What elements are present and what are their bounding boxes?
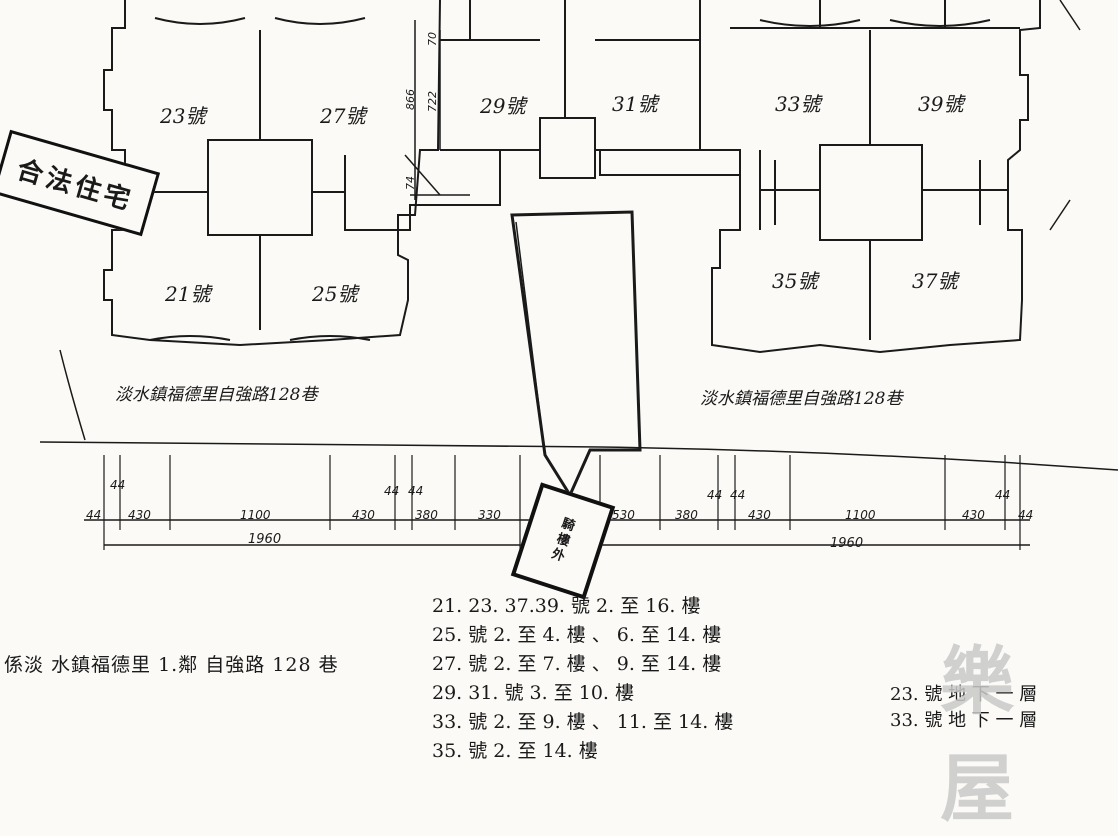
dim-44-tick-7: 44 [1018,508,1034,522]
dim-330: 330 [478,508,501,522]
dim-380-a: 380 [415,508,438,522]
dim-530: 530 [612,508,635,522]
unit-label-25: 25號 [312,282,358,306]
floor-note-5: 33. 號 2. 至 9. 樓 、 11. 至 14. 樓 [432,711,734,733]
unit-label-35: 35號 [772,269,818,293]
floor-note-4: 29. 31. 號 3. 至 10. 樓 [432,682,635,704]
dim-430-b: 430 [352,508,375,522]
vertical-dim-722: 722 [426,91,439,112]
left-core [207,139,313,236]
address-text: 係淡 水鎮福德里 1.鄰 自強路 128 巷 [4,654,339,676]
arcade-outline [510,210,642,499]
floor-note-6: 35. 號 2. 至 14. 樓 [432,740,598,762]
dim-430-c: 430 [748,508,771,522]
vertical-dim-70: 70 [426,32,439,46]
dim-430-a: 430 [128,508,151,522]
unit-label-21: 21號 [165,282,211,306]
dim-44-tick-4: 44 [707,488,723,502]
right-core [819,144,923,241]
dim-44-a: 44 [86,508,102,522]
dim-44-tick-6: 44 [995,488,1011,502]
floor-note-1: 21. 23. 37.39. 號 2. 至 16. 樓 [432,595,701,617]
watermark-logo: 樂屋 [940,639,1014,832]
dim-1100-b: 1100 [845,508,876,522]
dim-44-tick-5: 44 [730,488,746,502]
dim-1100-a: 1100 [240,508,271,522]
floor-note-2: 25. 號 2. 至 4. 樓 、 6. 至 14. 樓 [432,624,722,646]
dim-44-tick-1: 44 [110,478,126,492]
unit-label-27: 27號 [320,104,366,128]
floor-plan-drawing [39,0,1118,550]
road-label-right: 淡水鎮福德里自強路128巷 [700,389,903,409]
unit-label-39: 39號 [918,92,964,116]
basement-notes: 23. 號 地 下 一 層 33. 號 地 下 一 層 [890,682,1037,734]
dim-430-d: 430 [962,508,985,522]
basement-note-2: 33. 號 地 下 一 層 [890,710,1038,731]
dim-380-b: 380 [675,508,698,522]
floor-note-3: 27. 號 2. 至 7. 樓 、 9. 至 14. 樓 [432,653,722,675]
left-building-outline [103,0,441,347]
unit-label-29: 29號 [480,94,526,118]
dim-44-tick-2: 44 [384,484,400,498]
stamp-mid-line-3: 外 [549,546,567,565]
unit-label-37: 37號 [912,269,958,293]
unit-label-31: 31號 [612,92,658,116]
basement-note-1: 23. 號 地 下 一 層 [890,684,1038,705]
dim-total-1960-left: 1960 [248,532,282,547]
vertical-dim-866: 866 [404,89,417,110]
floor-notes: 21. 23. 37.39. 號 2. 至 16. 樓 25. 號 2. 至 4… [432,592,733,766]
road-label-left: 淡水鎮福德里自強路128巷 [115,385,318,405]
road-line [39,441,1118,471]
middle-core [539,117,596,179]
dim-44-tick-3: 44 [408,484,424,498]
unit-label-33: 33號 [775,92,821,116]
vertical-dim-74: 74 [404,176,417,190]
unit-label-23: 23號 [160,104,206,128]
dim-total-1960-right: 1960 [830,536,864,551]
